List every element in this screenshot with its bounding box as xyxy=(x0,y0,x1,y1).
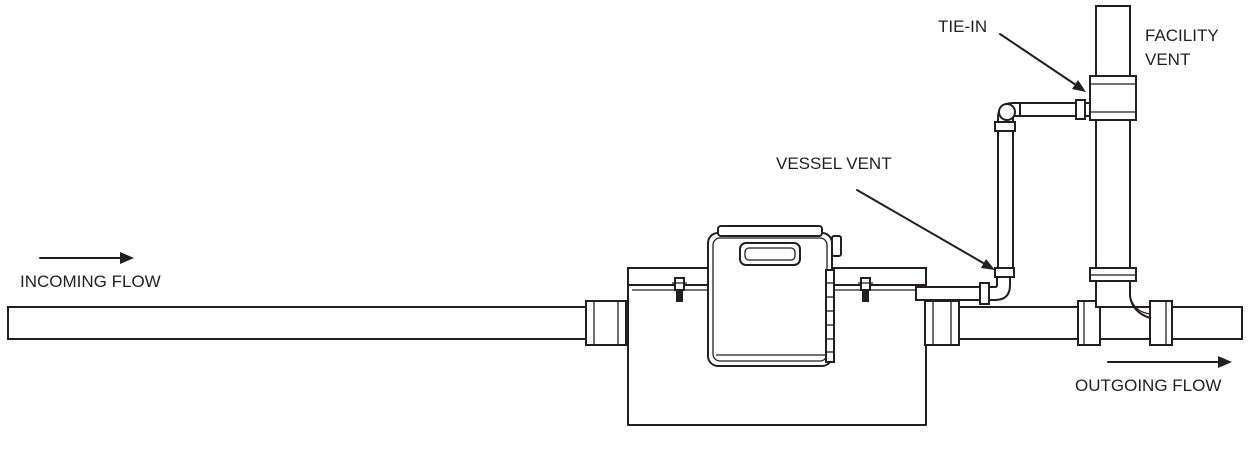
outlet-pipe xyxy=(924,300,1243,346)
vessel-vent-pipe xyxy=(915,99,1096,305)
outgoing-flow-label: OUTGOING FLOW xyxy=(1075,376,1222,395)
incoming-flow-label: INCOMING FLOW xyxy=(20,272,161,291)
solids-basket xyxy=(707,225,842,367)
latch-left xyxy=(672,277,687,302)
inlet-pipe xyxy=(7,300,627,346)
facility-vent-label-line1: FACILITY xyxy=(1145,26,1219,45)
facility-vent-label-line2: VENT xyxy=(1145,50,1191,69)
facility-vent-stack xyxy=(1089,5,1151,320)
vessel-vent-leader xyxy=(856,189,995,270)
tie-in-leader xyxy=(999,33,1086,92)
vessel-vent-label: VESSEL VENT xyxy=(776,154,892,173)
outgoing-flow-arrow xyxy=(1107,356,1232,368)
incoming-flow-arrow xyxy=(39,252,134,264)
latch-right xyxy=(858,277,873,302)
tie-in-label: TIE-IN xyxy=(938,17,988,36)
